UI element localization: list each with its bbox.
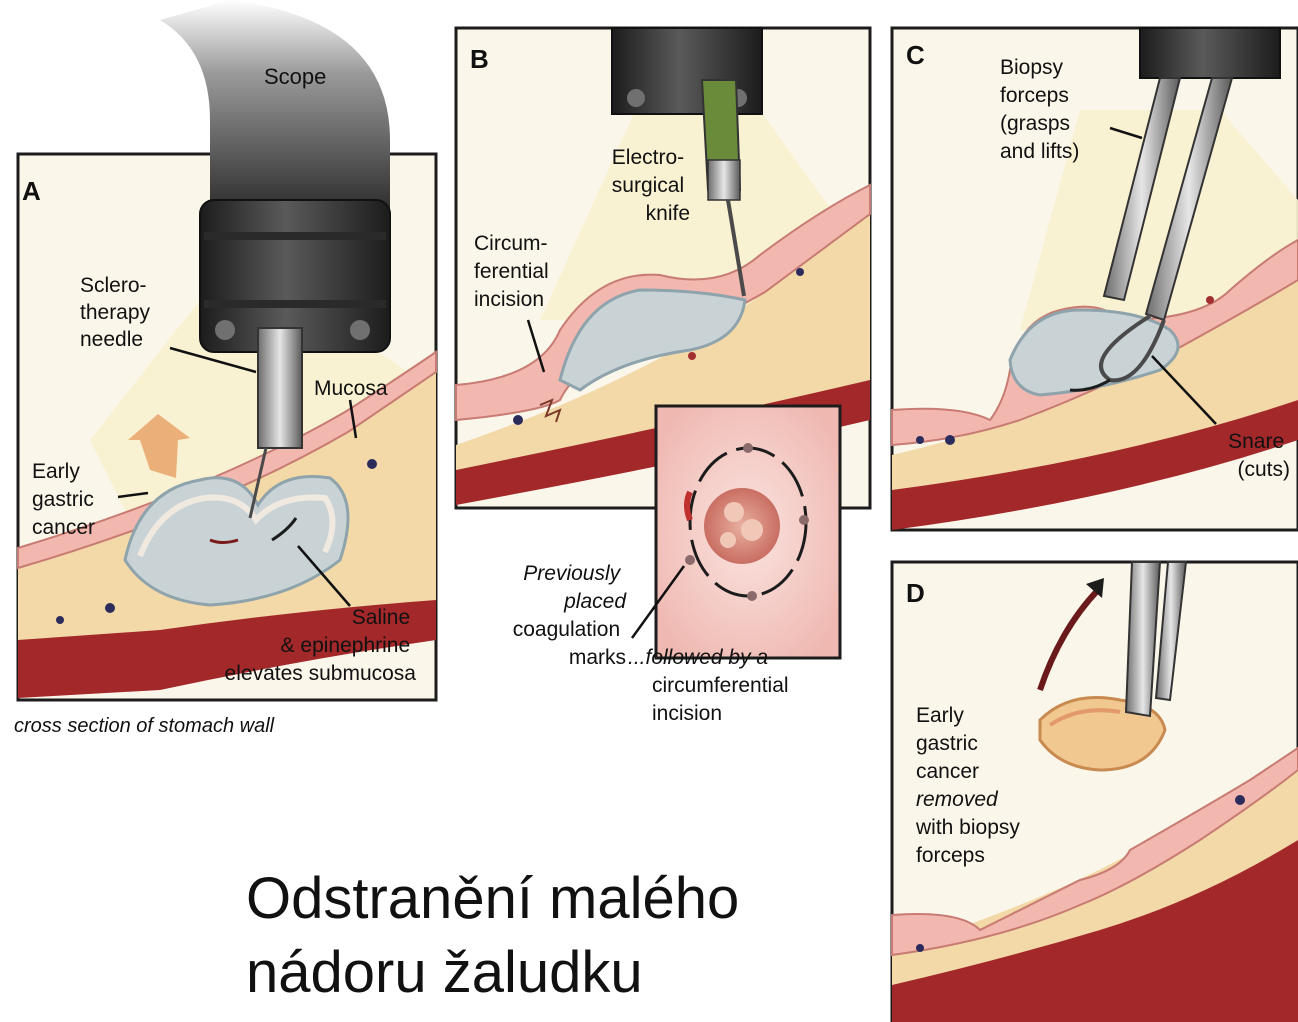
scope-ring	[204, 232, 386, 240]
coagulation-mark	[685, 555, 695, 565]
vessel-dot	[56, 616, 64, 624]
knife-collar	[708, 160, 740, 200]
vessel-dot	[916, 944, 924, 952]
coagulation-burn	[687, 492, 690, 520]
vessel-dot	[1206, 296, 1214, 304]
scope-lens	[350, 320, 370, 340]
scope-ring	[204, 300, 386, 308]
panel-c: C Biopsy forceps (grasps and lifts) Snar…	[892, 28, 1298, 530]
coagulation-inset	[632, 406, 840, 658]
tumor-nodule	[724, 502, 744, 522]
vessel-dot	[796, 268, 804, 276]
vessel-dot	[1235, 795, 1245, 805]
panel-d: D Early gastric cancer removed with biop…	[892, 562, 1298, 1022]
cross-section-footer: cross section of stomach wall	[14, 715, 275, 737]
panel-a: A Scope Sclero- therapy needle Mucosa Ea…	[14, 0, 436, 737]
scope-lens	[627, 89, 645, 107]
circumferential-incision-label: Circum- ferential incision	[474, 232, 555, 311]
coagulation-mark	[747, 591, 757, 601]
tumor-nodule	[720, 532, 736, 548]
needle-sheath	[258, 328, 302, 448]
coagulation-marks-label: coagulation marks	[513, 618, 626, 669]
panel-d-letter: D	[906, 578, 925, 608]
followed-by-label: ...followed by a circumferential incisio…	[628, 646, 794, 725]
vessel-dot	[916, 436, 924, 444]
caption-line-1: Odstranění malého	[246, 862, 739, 936]
scope-head	[1140, 28, 1280, 78]
coagulation-mark	[799, 515, 809, 525]
previously-placed-label: Previously placed	[523, 562, 627, 613]
caption-line-2: nádoru žaludku	[246, 936, 739, 1010]
scope-lens	[215, 320, 235, 340]
vessel-dot	[105, 603, 115, 613]
panel-c-letter: C	[906, 40, 925, 70]
panel-a-letter: A	[22, 176, 41, 206]
tumor-nodule	[741, 519, 763, 541]
coagulation-mark	[743, 443, 753, 453]
vessel-dot	[688, 352, 696, 360]
vessel-dot	[513, 415, 523, 425]
vessel-dot	[945, 435, 955, 445]
mucosa-label: Mucosa	[314, 377, 388, 400]
vessel-dot	[367, 459, 377, 469]
panel-b-letter: B	[470, 44, 489, 74]
scope-label: Scope	[264, 64, 326, 89]
slide-caption: Odstranění malého nádoru žaludku	[246, 862, 739, 1010]
